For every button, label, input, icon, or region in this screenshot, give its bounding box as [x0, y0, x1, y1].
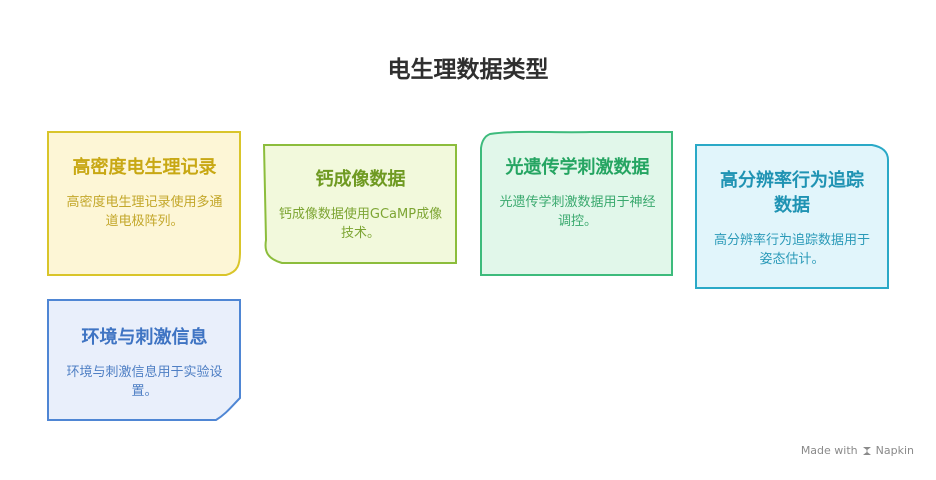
card-background-1: [262, 144, 457, 264]
card-title: 高分辨率行为追踪数据: [720, 170, 864, 216]
made-with-label: Made with: [800, 444, 858, 457]
card-description: 高分辨率行为追踪数据用于姿态估计。: [713, 233, 870, 267]
card-background-3: [695, 144, 889, 289]
card-description: 环境与刺激信息用于实验设置。: [66, 365, 223, 399]
napkin-logo-icon: [862, 446, 871, 455]
card-description: 光遗传学刺激数据用于神经调控。: [499, 195, 656, 229]
card-optogenetics: 光遗传学刺激数据 光遗传学刺激数据用于神经调控。: [495, 155, 660, 231]
card-background-4: [47, 299, 241, 421]
card-background-2: [480, 130, 673, 276]
card-high-density-ephys: 高密度电生理记录 高密度电生理记录使用多通道电极阵列。: [62, 155, 227, 231]
napkin-brand-label: Napkin: [875, 444, 914, 457]
card-environment-stimulus: 环境与刺激信息 环境与刺激信息用于实验设置。: [62, 325, 227, 401]
card-behavior-tracking: 高分辨率行为追踪数据 高分辨率行为追踪数据用于姿态估计。: [712, 168, 872, 269]
card-calcium-imaging: 钙成像数据 钙成像数据使用GCaMP成像技术。: [278, 167, 443, 243]
card-title: 光遗传学刺激数据: [505, 157, 650, 178]
card-description: 钙成像数据使用GCaMP成像技术。: [278, 207, 443, 241]
card-title: 高密度电生理记录: [72, 157, 217, 178]
card-description: 高密度电生理记录使用多通道电极阵列。: [66, 195, 223, 229]
card-background-0: [47, 131, 241, 276]
card-title: 环境与刺激信息: [81, 327, 208, 348]
diagram-title: 电生理数据类型: [387, 57, 549, 83]
footer-attribution: Made with Napkin: [801, 444, 914, 457]
card-title: 钙成像数据: [315, 169, 406, 190]
